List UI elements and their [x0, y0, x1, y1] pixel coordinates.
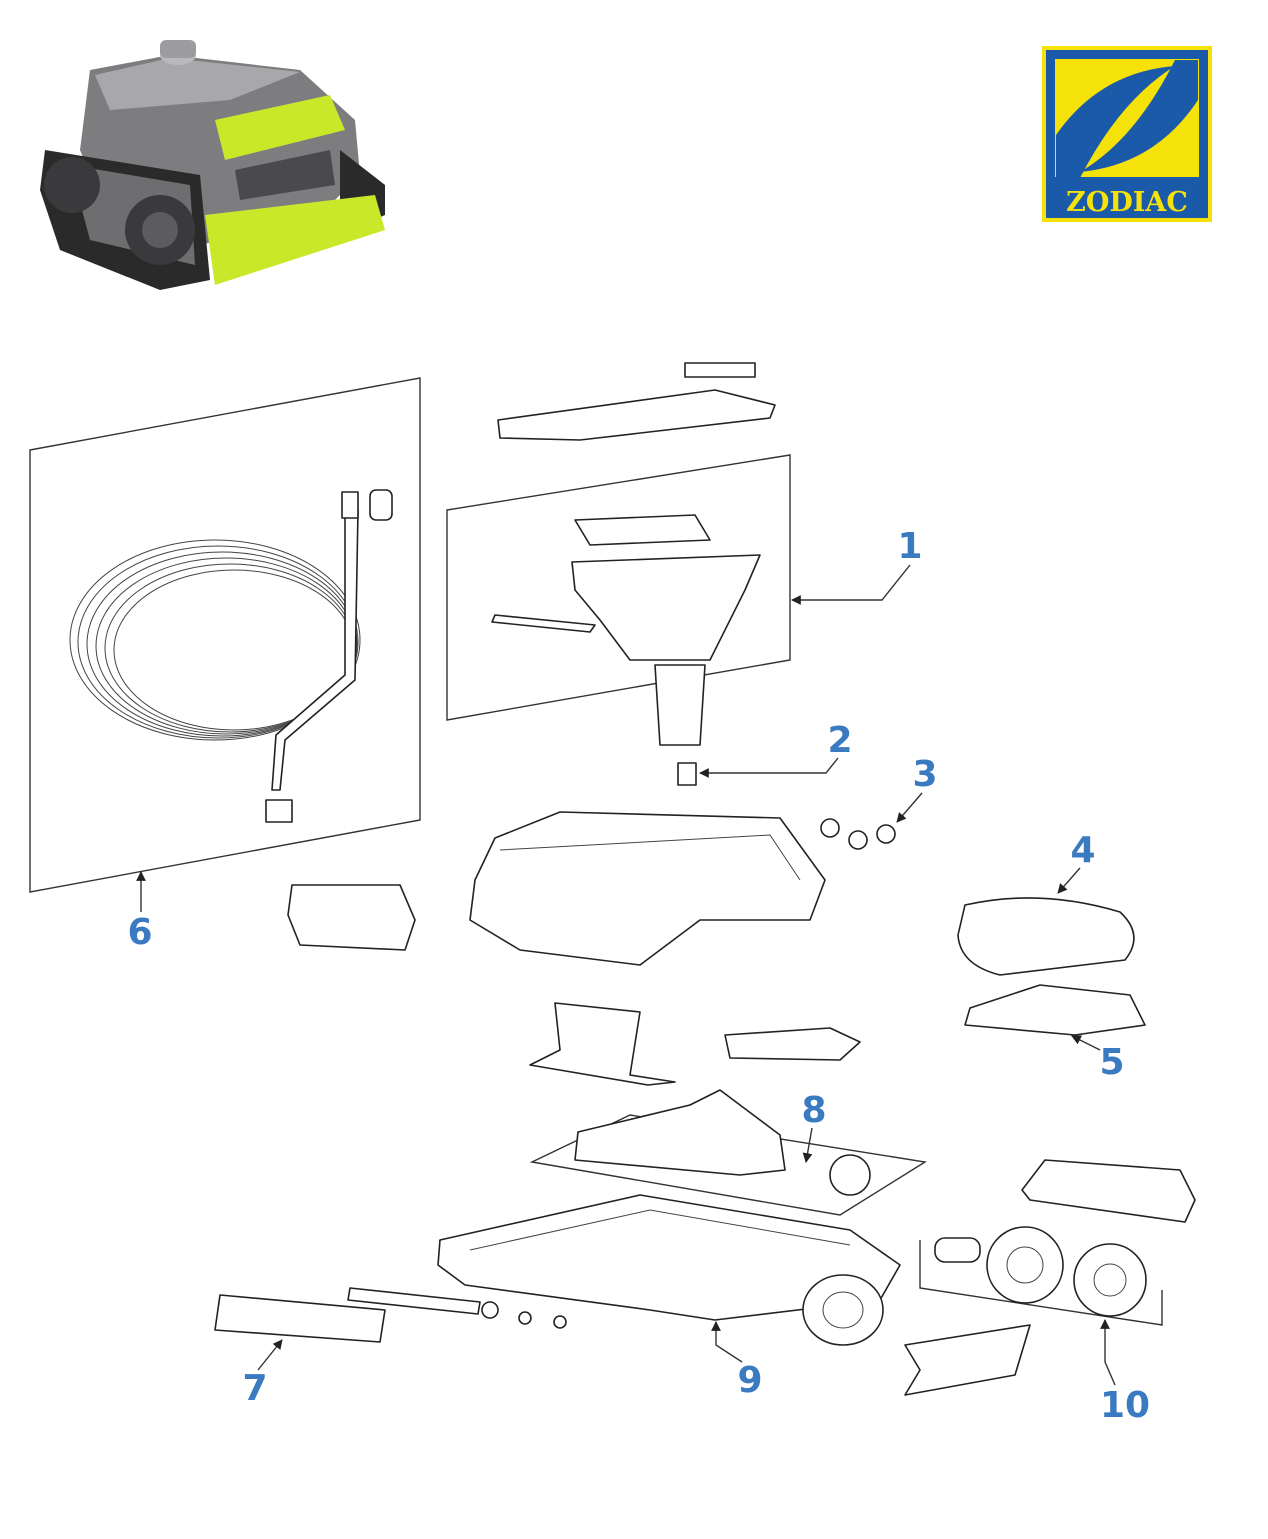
callout-4: 4: [1070, 830, 1096, 871]
mid-parts: [529, 1002, 927, 1216]
brush: [214, 1287, 567, 1343]
chassis-tracks: [437, 1194, 901, 1346]
logo-wordmark: ZODIAC: [1066, 187, 1188, 218]
callout-6: 6: [127, 912, 153, 953]
robot-cleaner-photo: [40, 40, 385, 290]
float-caps: [820, 818, 896, 850]
callout-1: 1: [897, 526, 923, 567]
callout-7: 7: [242, 1368, 268, 1409]
callout-3: 3: [912, 754, 938, 795]
motor-block: [957, 897, 1146, 1036]
callout-9: 9: [737, 1360, 763, 1401]
callout-10: 10: [1099, 1385, 1151, 1426]
callout-5: 5: [1099, 1042, 1125, 1083]
wheels-kit: [904, 1159, 1196, 1396]
callout-2: 2: [827, 720, 853, 761]
body-shell: [287, 811, 826, 966]
leader-lines: [136, 564, 1116, 1386]
callout-8: 8: [801, 1090, 827, 1131]
zodiac-logo: ZODIAC: [1042, 46, 1212, 222]
filter-panel: [446, 362, 791, 786]
cable-panel: [29, 377, 421, 893]
